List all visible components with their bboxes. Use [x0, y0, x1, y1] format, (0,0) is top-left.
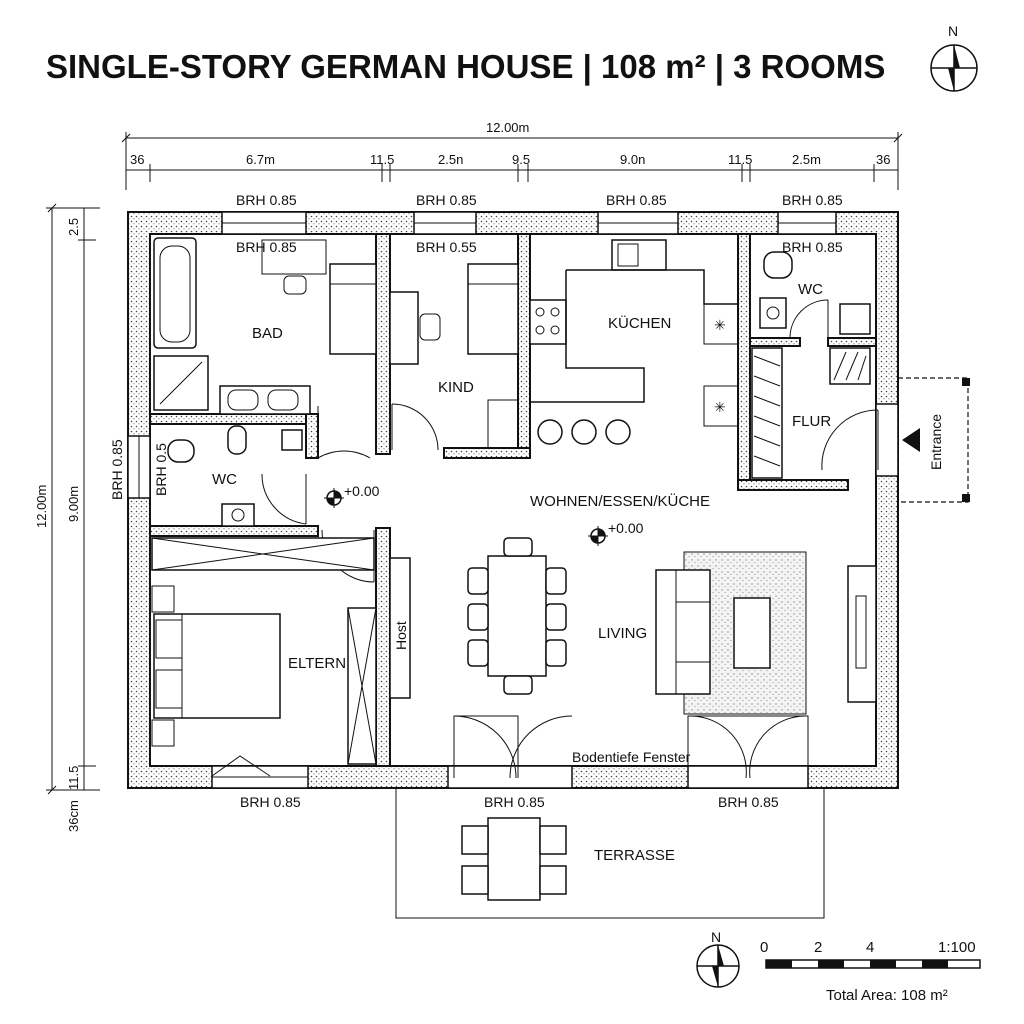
top-dim-6: 9.0n [620, 152, 645, 167]
flur-wardrobe [751, 347, 871, 479]
room-label-living: LIVING [598, 625, 647, 642]
window-label-wc: BRH 0.85 [782, 239, 843, 255]
wc-left-fixtures [167, 425, 303, 527]
desk-bad [261, 239, 377, 355]
left-dimension-line [46, 203, 100, 795]
scale-bar [765, 959, 981, 969]
room-label-terrasse: TERRASSE [594, 847, 675, 864]
entrance-label: Entrance [928, 414, 944, 470]
top-dim-4: 2.5n [438, 152, 463, 167]
level-marker-icon [588, 526, 608, 546]
scale-ratio: 1:100 [938, 939, 976, 956]
window-label-bad: BRH 0.85 [236, 239, 297, 255]
host-label: Host [393, 621, 409, 650]
shower [153, 355, 209, 411]
doors [211, 299, 879, 779]
top-dim-7: 11.5 [728, 152, 752, 167]
scale-tick-0: 0 [760, 939, 768, 956]
plan-title: SINGLE-STORY GERMAN HOUSE | 108 m² | 3 R… [46, 48, 885, 85]
kitchen-counters: ✳ ✳ [529, 239, 739, 445]
top-dim-8: 2.5m [792, 152, 821, 167]
left-top-dimension: 2.5 [66, 218, 81, 236]
north-label-bottom: N [711, 929, 721, 945]
top-dim-3: 11.5 [370, 152, 394, 167]
left-total-dimension: 12.00m [34, 485, 49, 528]
window-label-left-1: BRH 0.85 [109, 439, 125, 500]
window-label-top-1: BRH 0.85 [236, 192, 297, 208]
exterior-walls [127, 211, 899, 789]
total-area-label: Total Area: 108 m² [826, 987, 948, 1004]
interior-walls [149, 233, 877, 767]
window-label-top-3: BRH 0.85 [606, 192, 667, 208]
window-label-bottom-2: BRH 0.85 [484, 794, 545, 810]
svg-text:✳: ✳ [714, 399, 726, 415]
window-label-top-2: BRH 0.85 [416, 192, 477, 208]
room-label-kind: KIND [438, 379, 474, 396]
scale-tick-4: 4 [866, 939, 874, 956]
window-label-bottom-1: BRH 0.85 [240, 794, 301, 810]
left-bottom-dimension: 11.5 [66, 766, 81, 790]
window-label-kind: BRH 0.55 [416, 239, 477, 255]
left-wall-dimension: 36cm [66, 800, 81, 832]
wc-right-fixtures [759, 251, 871, 335]
top-total-dimension: 12.00m [486, 120, 529, 135]
top-dimension-line [121, 132, 903, 190]
room-label-eltern: ELTERN [288, 655, 346, 672]
host-cabinet [389, 557, 411, 699]
top-dim-9: 36 [876, 152, 890, 167]
north-arrow-icon [930, 44, 978, 92]
bathtub [153, 237, 197, 349]
svg-text:✳: ✳ [714, 317, 726, 333]
level-label-1: +0.00 [344, 483, 380, 499]
dining-table [467, 537, 567, 695]
window-label-top-4: BRH 0.85 [782, 192, 843, 208]
window-label-left-2: BRH 0.5 [153, 443, 169, 496]
room-label-kuechen: KÜCHEN [608, 314, 671, 332]
room-label-wc-left: WC [212, 471, 237, 488]
level-marker-icon [324, 488, 344, 508]
north-arrow-icon [696, 944, 740, 988]
living-area [655, 551, 877, 715]
double-sink [219, 385, 311, 415]
room-label-wohnen: WOHNEN/ESSEN/KÜCHE [530, 492, 710, 510]
room-label-flur: FLUR [792, 413, 831, 430]
top-dim-2: 6.7m [246, 152, 275, 167]
top-dim-5: 9.5 [512, 152, 530, 167]
terrace-table [461, 817, 567, 901]
room-label-wc-right: WC [798, 281, 823, 298]
kind-furniture [389, 263, 519, 449]
north-label: N [948, 23, 958, 39]
room-label-bad: BAD [252, 325, 283, 342]
window-label-bottom-3: BRH 0.85 [718, 794, 779, 810]
eltern-furniture [151, 537, 377, 765]
level-label-2: +0.00 [608, 520, 644, 536]
scale-tick-2: 2 [814, 939, 822, 956]
top-dim-1: 36 [130, 152, 144, 167]
entrance-landing [897, 377, 970, 503]
left-inner-dimension: 9.00m [66, 486, 81, 522]
floor-window-label: Bodentiefe Fenster [572, 749, 691, 765]
